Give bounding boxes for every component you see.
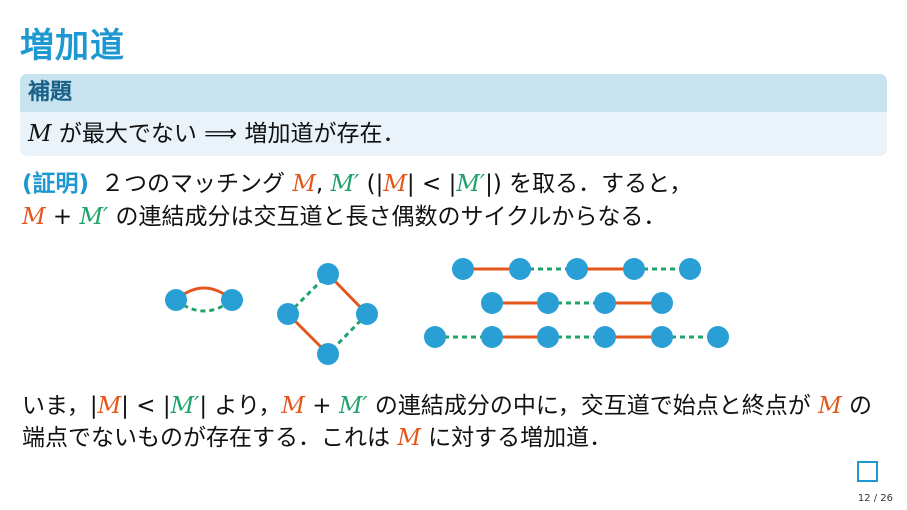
- conclusion-text: いま，|M| < |M′| より，M + M′ の連結成分の中に，交互道で始点と…: [22, 390, 882, 454]
- proof-text-2: の連結成分は交互道と長さ偶数のサイクルからなる．: [108, 204, 667, 230]
- lemma-block: 補題 M が最大でない ⟹ 増加道が存在．: [20, 74, 887, 156]
- math-M: M: [22, 204, 46, 230]
- conclusion-text-3: の連結成分の中に，交互道で始点と終点が: [367, 393, 819, 419]
- math-M: M: [383, 171, 407, 197]
- paren-open: (|: [359, 171, 384, 197]
- math-M: M: [97, 393, 122, 419]
- less-than: | < |: [406, 171, 457, 197]
- proof-text: (証明)２つのマッチング M, M′ (|M| < |M′|) を取る．すると，…: [22, 168, 882, 234]
- lemma-statement: M が最大でない ⟹ 増加道が存在．: [20, 112, 887, 156]
- math-M-prime: M′: [456, 171, 486, 197]
- less-than: | < |: [121, 393, 171, 419]
- alternating-path-2: [481, 292, 673, 314]
- proof-text-1: ２つのマッチング: [101, 171, 293, 197]
- node: [481, 326, 503, 348]
- math-M: M: [818, 393, 842, 419]
- math-M: M: [292, 171, 316, 197]
- four-cycle: [277, 263, 378, 365]
- lemma-text: が最大でない ⟹ 増加道が存在．: [51, 121, 406, 147]
- node: [537, 326, 559, 348]
- node: [651, 326, 673, 348]
- plus: +: [45, 204, 80, 230]
- alternating-path-3: [424, 326, 729, 348]
- node: [594, 326, 616, 348]
- plus: +: [304, 393, 339, 419]
- page-number: 12 / 26: [857, 493, 893, 504]
- node: [594, 292, 616, 314]
- node: [356, 303, 378, 325]
- math-M: M: [281, 393, 305, 419]
- comma: ,: [315, 171, 331, 197]
- conclusion-text-4: の端点でないものが存在する．これは: [22, 393, 872, 451]
- node: [566, 258, 588, 280]
- conclusion-text-5: に対する増加道．: [420, 425, 613, 451]
- math-M-prime: M′: [330, 171, 360, 197]
- paren-close: |) を取る．すると，: [485, 171, 693, 197]
- alternating-path-1: [452, 258, 701, 280]
- node: [165, 289, 187, 311]
- math-M: M: [397, 425, 421, 451]
- slide-title: 増加道: [20, 26, 125, 66]
- node: [277, 303, 299, 325]
- node: [424, 326, 446, 348]
- math-M-prime: M′: [338, 393, 368, 419]
- node: [221, 289, 243, 311]
- node: [481, 292, 503, 314]
- node: [623, 258, 645, 280]
- node: [509, 258, 531, 280]
- node: [317, 263, 339, 285]
- node: [679, 258, 701, 280]
- math-M-prime: M′: [79, 204, 109, 230]
- two-cycle: [165, 286, 243, 313]
- lemma-heading: 補題: [20, 74, 887, 112]
- node: [651, 292, 673, 314]
- math-M: M: [28, 121, 52, 147]
- node: [707, 326, 729, 348]
- qed-symbol: [857, 461, 878, 482]
- node: [452, 258, 474, 280]
- proof-label: (証明): [22, 171, 90, 197]
- conclusion-text-2: | より，: [199, 393, 282, 419]
- conclusion-text-1: いま，|: [22, 393, 98, 419]
- math-M-prime: M′: [170, 393, 200, 419]
- node: [317, 343, 339, 365]
- node: [537, 292, 559, 314]
